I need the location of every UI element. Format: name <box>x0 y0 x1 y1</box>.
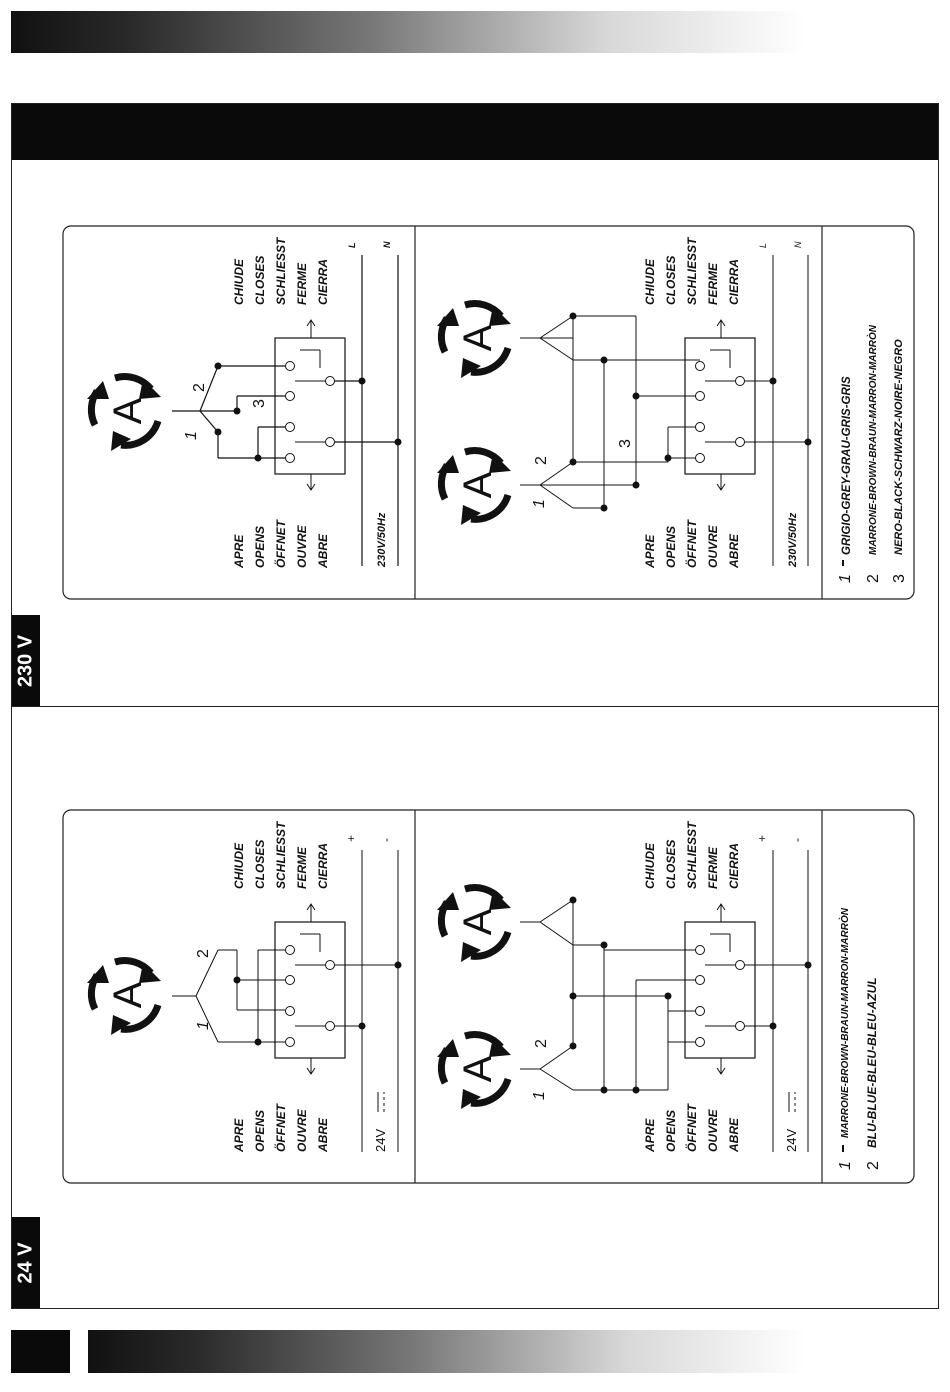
diagram-230v-single: A L N 230V/50Hz 1 2 3 APRE O <box>87 236 402 569</box>
diagram-label: + <box>344 835 358 842</box>
diagram-label: NERO-BLACK-SCHWARZ-NOIRE-NEGRO <box>893 339 905 555</box>
diagram-label: OPENS <box>253 526 267 568</box>
diagram-label: MARRONE-BROWN-BRAUN-MARRON-MARRÒN <box>866 324 879 555</box>
diagram-label: 1 <box>195 1021 212 1030</box>
header-title-bar <box>11 103 939 160</box>
diagram-label: OUVRE <box>706 524 720 568</box>
diagram-label: 2 <box>195 949 212 958</box>
diagram-label: A <box>456 1055 500 1082</box>
diagram-label: APRE <box>643 1118 657 1153</box>
diagram-label: 230V/50Hz <box>787 512 799 568</box>
diagram-label: CLOSES <box>253 256 267 305</box>
bottom-gradient-bar <box>88 1330 806 1373</box>
diagram-24v-double: A A + - 24V 1 2 APRE OPENS ÖF <box>437 820 812 1153</box>
diagram-label: BLU-BLUE-BLEU-BLEU-AZUL <box>865 977 879 1148</box>
diagram-label: CIERRA <box>316 843 330 889</box>
diagram-label: 2 <box>865 1161 882 1170</box>
section-divider <box>11 706 939 707</box>
panel-230v <box>62 225 915 600</box>
diagram-label: OPENS <box>664 526 678 568</box>
diagram-label: CIERRA <box>316 259 330 305</box>
diagram-label: 24V <box>373 1129 388 1152</box>
diagram-label: SCHLIESST <box>685 820 699 889</box>
diagram-label: ÖFFNET <box>684 518 699 568</box>
diagram-label: APRE <box>643 534 657 569</box>
diagram-label: A <box>456 324 500 351</box>
diagram-label: ÖFFNET <box>273 1102 288 1152</box>
diagram-label: CLOSES <box>664 256 678 305</box>
diagram-label: APRE <box>232 1118 246 1153</box>
legend-230v: 1 GRIGIO-GREY-GRAU-GRIS-GRIS 2 MARRONE-B… <box>837 324 908 583</box>
diagram-label: CHIUDE <box>232 258 246 305</box>
diagram-label: OUVRE <box>295 1108 309 1152</box>
diagram-label: 24V <box>784 1129 799 1152</box>
diagram-label: FERME <box>295 846 309 889</box>
diagram-label: 2 <box>533 1039 550 1048</box>
diagram-label: MARRONE-BROWN-BRAUN-MARRON-MARRÒN <box>838 907 851 1138</box>
diagram-label: FERME <box>706 262 720 305</box>
diagram-label: CLOSES <box>253 840 267 889</box>
diagram-label: 2 <box>865 574 882 583</box>
diagram-label: ABRE <box>316 1117 330 1153</box>
diagram-label: ABRE <box>727 533 741 569</box>
diagram-label: - <box>379 838 393 842</box>
diagram-label: CHIUDE <box>232 842 246 889</box>
diagram-label: ABRE <box>316 533 330 569</box>
diagram-label: 1 <box>183 431 200 440</box>
diagram-label: 1 <box>837 574 854 583</box>
diagram-label: N <box>382 241 392 248</box>
diagram-label: - <box>790 838 804 842</box>
diagram-label: FERME <box>295 262 309 305</box>
diagram-label: 2 <box>533 456 550 465</box>
diagram-label: SCHLIESST <box>274 820 288 889</box>
diagram-label: FERME <box>706 846 720 889</box>
diagram-label: ÖFFNET <box>684 1102 699 1152</box>
diagram-label: CIERRA <box>727 843 741 889</box>
page-number-box <box>11 1330 70 1373</box>
panel-24v <box>62 809 915 1184</box>
diagram-label: SCHLIESST <box>685 236 699 305</box>
diagram-label: 3 <box>251 399 268 408</box>
diagram-label: A <box>456 471 500 498</box>
diagram-label: SCHLIESST <box>274 236 288 305</box>
diagram-label: 1 <box>531 499 548 508</box>
diagram-label: OUVRE <box>706 1108 720 1152</box>
diagram-label: OUVRE <box>295 524 309 568</box>
diagram-label: CIERRA <box>727 259 741 305</box>
diagram-label: GRIGIO-GREY-GRAU-GRIS-GRIS <box>841 376 853 555</box>
diagram-label: 1 <box>837 1161 854 1170</box>
top-gradient-bar <box>11 11 806 53</box>
motor-letter: A <box>106 397 150 424</box>
diagram-label: 2 <box>191 383 208 392</box>
tab-24v: 24 V <box>12 1217 40 1308</box>
diagram-label: L <box>758 243 768 248</box>
diagram-label: A <box>106 981 150 1008</box>
diagram-label: CHIUDE <box>643 258 657 305</box>
diagram-label: ABRE <box>727 1117 741 1153</box>
diagram-label: CLOSES <box>664 840 678 889</box>
diagram-label: N <box>793 241 803 248</box>
diagram-label: 1 <box>531 1091 548 1100</box>
diagram-label: OPENS <box>253 1110 267 1152</box>
diagram-label: + <box>755 835 769 842</box>
diagram-label: OPENS <box>664 1110 678 1152</box>
diagram-label: 3 <box>891 574 908 583</box>
diagram-label: L <box>347 243 357 249</box>
tab-230v: 230 V <box>12 615 40 706</box>
diagram-label: 3 <box>617 439 634 448</box>
legend-24v: 1 MARRONE-BROWN-BRAUN-MARRON-MARRÒN 2 BL… <box>837 907 882 1170</box>
diagram-24v-single: A + - 24V 1 2 APRE OPENS ÖFFNET OUVRE AB… <box>87 820 402 1153</box>
diagram-label: 230V/50Hz <box>376 512 388 568</box>
diagram-label: A <box>456 908 500 935</box>
diagram-label: CHIUDE <box>643 842 657 889</box>
diagram-label: APRE <box>232 534 246 569</box>
diagram-230v-double: A A L N 230V/50Hz 1 2 3 APRE <box>437 236 812 569</box>
diagram-label: ÖFFNET <box>273 518 288 568</box>
